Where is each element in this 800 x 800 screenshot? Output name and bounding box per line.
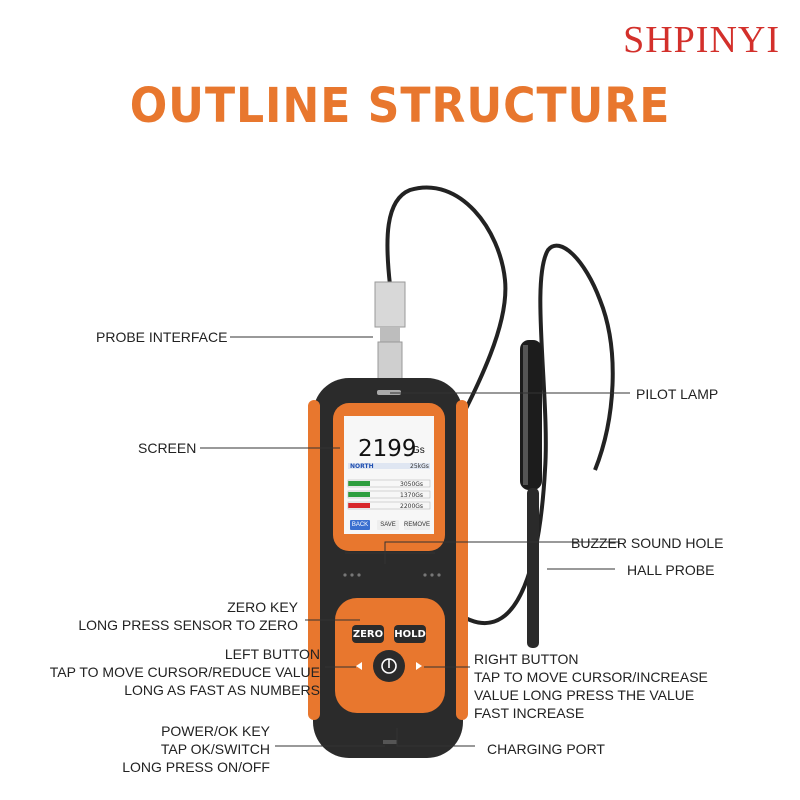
label-charging-port: CHARGING PORT — [487, 740, 605, 758]
lcd-save-button[interactable]: SAVE — [377, 520, 399, 530]
lcd-back-button[interactable]: BACK — [350, 520, 370, 530]
label-probe-interface: PROBE INTERFACE — [96, 328, 227, 346]
hold-key[interactable]: HOLD — [394, 629, 426, 640]
label-buzzer: BUZZER SOUND HOLE — [571, 534, 723, 552]
lcd-row-value: 3050Gs — [400, 481, 423, 488]
lcd-pole: NORTH — [350, 463, 374, 470]
lcd-unit: Gs — [412, 445, 425, 456]
lcd-remove-button[interactable]: REMOVE — [404, 520, 430, 530]
label-screen: SCREEN — [138, 439, 196, 457]
probe-connector — [375, 282, 405, 327]
lcd-row-value: 1370Gs — [400, 492, 423, 499]
label-right-button: RIGHT BUTTON TAP TO MOVE CURSOR/INCREASE… — [474, 650, 708, 722]
label-left-button: LEFT BUTTON TAP TO MOVE CURSOR/REDUCE VA… — [50, 645, 320, 699]
lcd-range: 25kGs — [410, 463, 429, 470]
charging-port — [383, 740, 397, 744]
lcd-row-value: 2200Gs — [400, 503, 423, 510]
lcd-reading: 2199 — [358, 436, 417, 462]
screen — [344, 416, 434, 534]
label-zero-key: ZERO KEY LONG PRESS SENSOR TO ZERO — [78, 598, 298, 634]
label-power-key: POWER/OK KEY TAP OK/SWITCH LONG PRESS ON… — [122, 722, 270, 776]
zero-key[interactable]: ZERO — [352, 629, 384, 640]
label-pilot-lamp: PILOT LAMP — [636, 385, 718, 403]
label-hall-probe: HALL PROBE — [627, 561, 714, 579]
